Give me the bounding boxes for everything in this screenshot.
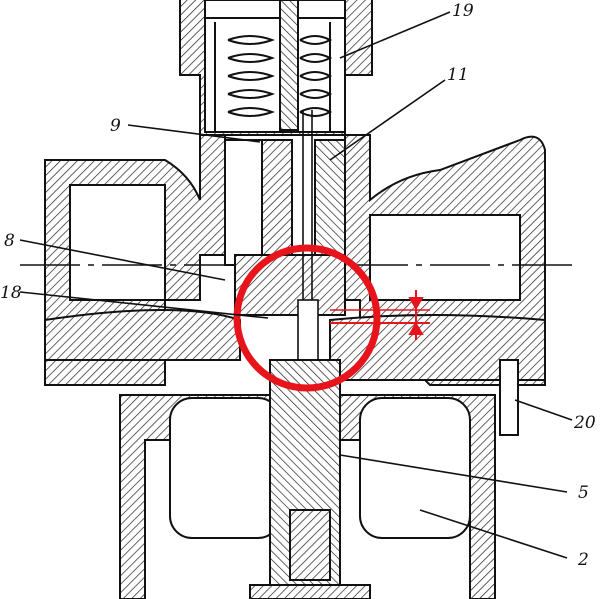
spring-housing [179, 0, 373, 136]
highlight-circle [233, 244, 381, 392]
callout-9: 9 [110, 116, 121, 136]
leader-lines [19, 11, 573, 559]
leader-19 [339, 11, 451, 59]
leader-11 [329, 79, 446, 161]
callout-5: 5 [578, 483, 589, 503]
float-chamber [119, 359, 519, 599]
leader-9 [127, 124, 261, 143]
highlight-overlay [233, 244, 430, 392]
callout-20: 20 [573, 413, 596, 433]
leader-8 [19, 239, 226, 281]
throttle-slide [224, 139, 346, 316]
callout-11: 11 [447, 65, 469, 85]
carburetor-body [44, 134, 546, 386]
leader-18 [19, 291, 269, 319]
spring-19 [227, 0, 333, 131]
leader-20 [514, 399, 573, 421]
callout-18: 18 [0, 283, 22, 303]
callout-8: 8 [4, 231, 15, 251]
leader-2 [419, 509, 568, 559]
callout-19: 19 [452, 1, 474, 21]
callout-2: 2 [577, 550, 589, 570]
callout-labels: 19 11 9 8 18 20 5 2 [0, 1, 596, 570]
dimension-arrows [408, 290, 424, 340]
leader-5 [339, 454, 568, 493]
